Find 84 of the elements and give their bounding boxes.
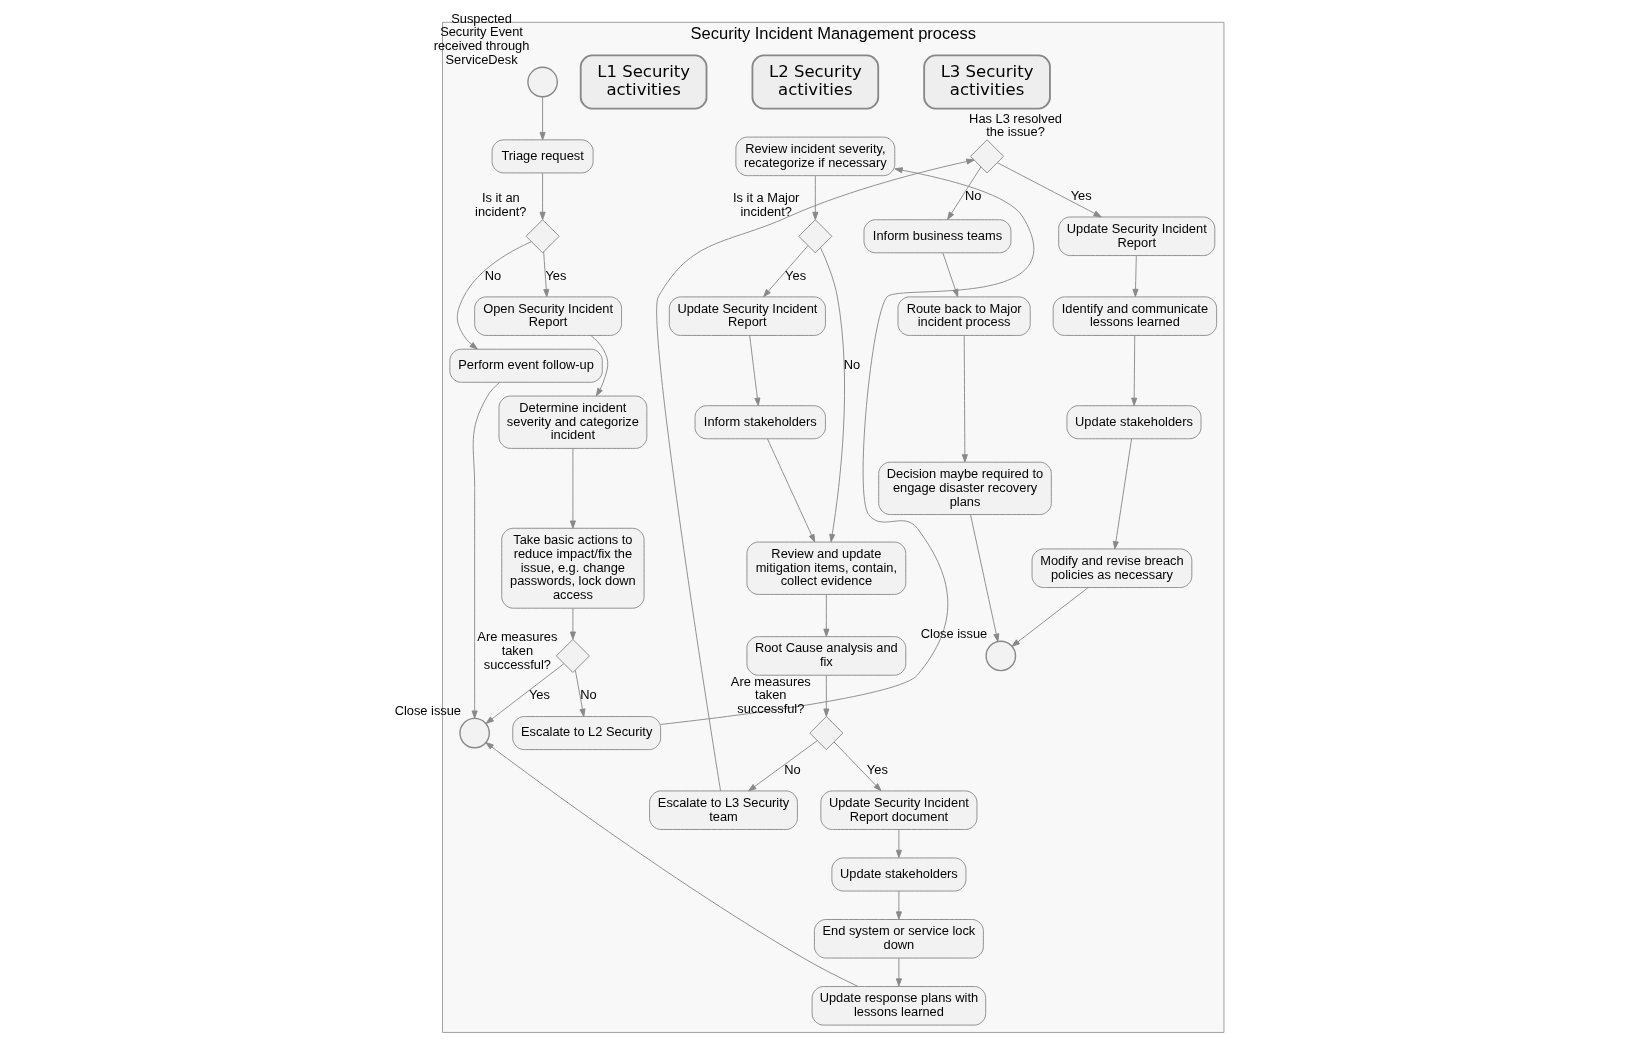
node-diamond xyxy=(809,716,844,751)
arrow xyxy=(895,829,902,859)
node-label: Is it a Major incident? xyxy=(733,190,800,220)
arrow xyxy=(1132,255,1139,298)
node-box: Perform event follow-up xyxy=(449,348,603,383)
node-circle xyxy=(985,640,1017,672)
node-box: Decision maybe required to engage disaster recovery plans xyxy=(878,461,1052,515)
arrow xyxy=(820,247,846,543)
edge-label: No xyxy=(965,187,982,203)
arrow xyxy=(456,241,532,350)
arrow xyxy=(569,607,576,640)
arrow xyxy=(656,158,975,792)
node-box: L3 Security activities xyxy=(923,54,1051,110)
arrow xyxy=(543,251,550,298)
arrow xyxy=(748,740,818,792)
node-box: End system or service lock down xyxy=(813,919,984,959)
node-box: Route back to Major incident process xyxy=(897,296,1031,336)
node-box: Update Security Incident Report xyxy=(1058,216,1216,256)
edge-label: No xyxy=(784,761,801,777)
arrow xyxy=(895,890,902,920)
arrow xyxy=(996,162,1102,218)
node-box: Update stakeholders xyxy=(1066,405,1202,440)
node-label: Are measures taken successful? xyxy=(730,673,811,717)
node-box: Review and update mitigation items, contain, collect evidence xyxy=(746,541,907,595)
edge-label: Yes xyxy=(785,267,807,283)
node-box: Update response plans with lessons learned xyxy=(811,986,987,1026)
arrow xyxy=(574,669,586,717)
node-box: Modify and revise breach policies as necessary xyxy=(1031,548,1193,588)
arrow xyxy=(1011,587,1089,647)
node-box: Triage request xyxy=(491,139,594,174)
edge-label: No xyxy=(843,357,861,373)
arrow xyxy=(1112,438,1133,550)
node-box: Update Security Incident Report xyxy=(668,296,826,336)
node-circle xyxy=(459,717,491,749)
node-box: Update Security Incident Report document xyxy=(820,790,978,830)
arrow xyxy=(1131,335,1138,406)
node-box: Escalate to L2 Security xyxy=(512,716,662,751)
arrow xyxy=(812,175,819,221)
arrow xyxy=(539,172,546,221)
node-circle xyxy=(527,66,558,98)
arrow xyxy=(833,741,882,792)
arrow xyxy=(895,957,902,987)
node-box: Update stakeholders xyxy=(831,857,967,892)
arrow xyxy=(539,96,546,141)
node-box: Open Security Incident Report xyxy=(474,296,623,336)
node-box: Identify and communicate lessons learned xyxy=(1052,296,1218,336)
arrow xyxy=(749,335,761,406)
node-box: L1 Security activities xyxy=(579,54,708,110)
arrow xyxy=(767,438,816,543)
arrow xyxy=(485,663,565,724)
node-box: Take basic actions to reduce impact/fix the issue, e.g. change passwords, lock down access xyxy=(501,527,645,609)
node-box: Inform business teams xyxy=(863,219,1012,254)
edge-label: Yes xyxy=(1070,187,1092,203)
edge-label: No xyxy=(580,687,597,703)
node-diamond xyxy=(970,139,1005,174)
node-box: Escalate to L3 Security team xyxy=(649,790,798,830)
node-box: Root Cause analysis and fix xyxy=(746,636,907,676)
node-diamond xyxy=(555,638,590,673)
node-diamond xyxy=(525,219,560,254)
arrow xyxy=(961,335,968,463)
edge-label: No xyxy=(484,267,502,283)
node-box: Determine incident severity and categorize incident xyxy=(498,395,648,449)
arrow xyxy=(970,514,1000,642)
arrow xyxy=(947,166,982,220)
arrow xyxy=(590,335,609,397)
edge-label: Yes xyxy=(866,761,888,777)
edge-label: Yes xyxy=(545,267,567,283)
arrow xyxy=(942,252,959,298)
node-box: Inform stakeholders xyxy=(694,405,826,440)
node-box: Review incident severity, recategorize if necessary xyxy=(735,136,896,177)
arrow xyxy=(823,594,830,637)
node-label: Suspected Security Event received through ServiceDesk xyxy=(433,10,530,67)
node-label: Has L3 resolved the issue? xyxy=(969,110,1062,140)
node-label: Is it an incident? xyxy=(475,190,527,220)
arrow xyxy=(569,448,576,529)
edge-label: Yes xyxy=(528,687,550,703)
node-label: Close issue xyxy=(920,625,988,641)
node-label: Close issue xyxy=(394,702,462,718)
arrow xyxy=(763,245,809,298)
node-box: L2 Security activities xyxy=(751,54,880,110)
arrow xyxy=(823,675,830,717)
node-label: Are measures taken successful? xyxy=(477,629,558,672)
arrow xyxy=(485,742,859,987)
node-diamond xyxy=(798,219,833,254)
